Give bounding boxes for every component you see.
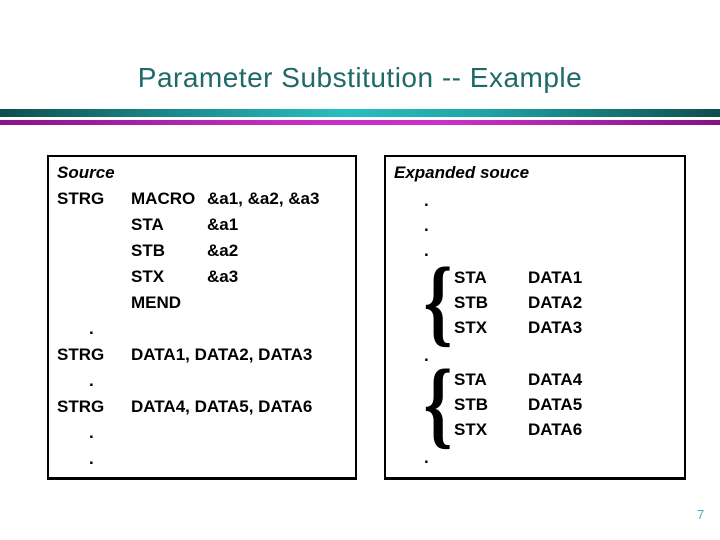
page-number: 7 bbox=[697, 507, 705, 522]
code-line: STRG MACRO &a1, &a2, &a3 bbox=[49, 186, 355, 212]
ellipsis-dot: . bbox=[89, 319, 94, 338]
code-opcode: DATA4, DATA5, DATA6 bbox=[131, 397, 313, 416]
code-line: MEND bbox=[49, 290, 355, 316]
code-opcode: MEND bbox=[131, 293, 182, 312]
code-line: STX DATA3 bbox=[386, 315, 684, 341]
expanded-box-heading-line: Expanded souce bbox=[386, 160, 684, 186]
source-box-heading: Source bbox=[57, 163, 115, 182]
code-line: STRG DATA4, DATA5, DATA6 bbox=[49, 394, 355, 420]
code-operand: &a1, &a2, &a3 bbox=[207, 189, 320, 208]
ellipsis-dot: . bbox=[424, 191, 429, 210]
code-operand: DATA1 bbox=[528, 268, 583, 287]
code-opcode: STB bbox=[454, 293, 488, 312]
code-label: STRG bbox=[57, 189, 105, 208]
ellipsis-dot: . bbox=[89, 371, 94, 390]
ellipsis-dot-line: . bbox=[386, 188, 684, 214]
page-title: Parameter Substitution -- Example bbox=[137, 62, 583, 93]
code-operand: &a3 bbox=[207, 267, 239, 286]
expanded-box-heading: Expanded souce bbox=[394, 163, 530, 182]
source-box: Source STRG MACRO &a1, &a2, &a3 STA &a1 … bbox=[47, 155, 357, 480]
code-line: STA &a1 bbox=[49, 212, 355, 238]
ellipsis-dot-line: . bbox=[386, 238, 684, 264]
code-opcode: STA bbox=[131, 215, 164, 234]
code-operand: DATA3 bbox=[528, 318, 583, 337]
code-opcode: STX bbox=[454, 318, 488, 337]
code-opcode: STB bbox=[131, 241, 165, 260]
ellipsis-dot: . bbox=[89, 423, 94, 442]
code-line: STA DATA4 bbox=[386, 367, 684, 393]
ellipsis-dot: . bbox=[424, 216, 429, 235]
ellipsis-dot: . bbox=[424, 346, 429, 365]
ellipsis-dot: . bbox=[89, 449, 94, 468]
ellipsis-dot-line: . bbox=[49, 446, 355, 472]
code-line: STX &a3 bbox=[49, 264, 355, 290]
code-line: STA DATA1 bbox=[386, 265, 684, 291]
code-operand: &a1 bbox=[207, 215, 239, 234]
ellipsis-dot-line: . bbox=[386, 213, 684, 239]
code-line: STB DATA2 bbox=[386, 290, 684, 316]
code-operand: DATA2 bbox=[528, 293, 583, 312]
ellipsis-dot: . bbox=[424, 448, 429, 467]
code-line: STB &a2 bbox=[49, 238, 355, 264]
code-operand: &a2 bbox=[207, 241, 239, 260]
code-operand: DATA5 bbox=[528, 395, 583, 414]
ellipsis-dot-line: . bbox=[49, 420, 355, 446]
code-opcode: STA bbox=[454, 268, 487, 287]
code-operand: DATA4 bbox=[528, 370, 583, 389]
ellipsis-dot-line: . bbox=[49, 316, 355, 342]
code-label: STRG bbox=[57, 345, 105, 364]
code-opcode: STX bbox=[454, 420, 488, 439]
divider-teal-rule bbox=[0, 109, 720, 117]
source-box-heading-line: Source bbox=[49, 160, 355, 186]
code-line: STRG DATA1, DATA2, DATA3 bbox=[49, 342, 355, 368]
code-label: STRG bbox=[57, 397, 105, 416]
ellipsis-dot: . bbox=[424, 241, 429, 260]
code-line: STB DATA5 bbox=[386, 392, 684, 418]
ellipsis-dot-line: . bbox=[386, 343, 684, 369]
divider-magenta-rule bbox=[0, 120, 720, 125]
code-line: STX DATA6 bbox=[386, 417, 684, 443]
code-opcode: STX bbox=[131, 267, 165, 286]
ellipsis-dot-line: . bbox=[49, 368, 355, 394]
expanded-box: Expanded souce . . . { STA DATA1 STB DAT… bbox=[384, 155, 686, 480]
code-opcode: DATA1, DATA2, DATA3 bbox=[131, 345, 313, 364]
code-operand: DATA6 bbox=[528, 420, 583, 439]
code-opcode: MACRO bbox=[131, 189, 196, 208]
code-opcode: STA bbox=[454, 370, 487, 389]
ellipsis-dot-line: . bbox=[386, 445, 684, 471]
code-opcode: STB bbox=[454, 395, 488, 414]
